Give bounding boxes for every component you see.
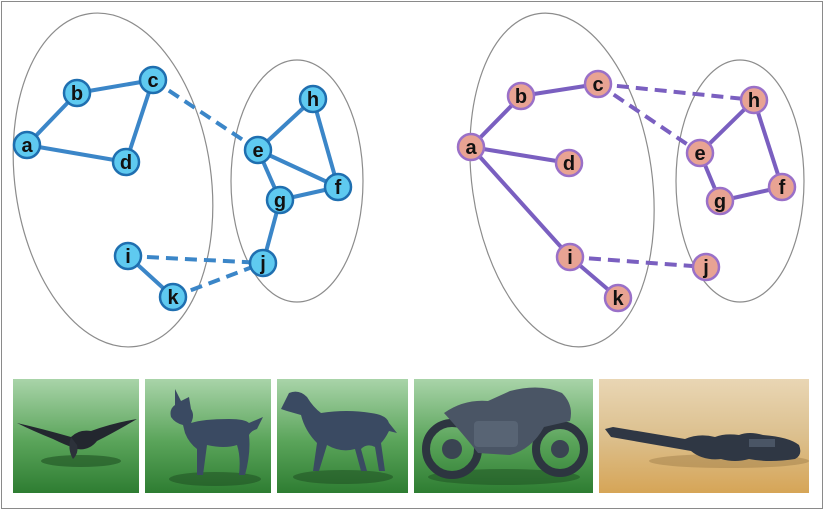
graph-node-right-h: h: [739, 85, 769, 115]
cluster-ellipse: [469, 12, 655, 348]
graph-node-left-h: h: [298, 84, 328, 114]
node-circle: [62, 78, 92, 108]
node-label: a: [465, 137, 477, 159]
node-label: b: [71, 83, 83, 105]
node-circle: [685, 138, 715, 168]
graph-node-left-i: i: [113, 241, 143, 271]
node-label: f: [779, 177, 786, 199]
node-circle: [554, 148, 584, 178]
cluster-ellipse: [230, 59, 364, 303]
graph-node-left-g: g: [265, 185, 295, 215]
graph-edge-left-c-d: [124, 79, 155, 163]
node-circle: [298, 84, 328, 114]
graph-node-left-a: a: [12, 130, 42, 160]
node-label: i: [125, 246, 131, 268]
node-circle: [767, 172, 797, 202]
graph-node-right-a: a: [456, 132, 486, 162]
node-label: e: [252, 140, 263, 162]
thumbnail-violin: [599, 379, 809, 493]
graph-edge-left-a-d: [26, 143, 127, 164]
node-circle: [323, 172, 353, 202]
node-circle: [691, 252, 721, 282]
node-circle: [138, 65, 168, 95]
node-label: k: [167, 287, 179, 309]
graph-node-right-f: f: [767, 172, 797, 202]
node-label: f: [335, 177, 342, 199]
graph-node-right-k: k: [603, 283, 633, 313]
graph-node-right-b: b: [506, 81, 536, 111]
graph-node-right-j: j: [691, 252, 721, 282]
graph-node-right-i: i: [555, 242, 585, 272]
node-circle: [111, 147, 141, 177]
graph-edge-left-h-f: [311, 98, 340, 188]
node-label: j: [702, 257, 709, 279]
node-label: b: [515, 86, 527, 108]
graph-node-left-d: d: [111, 147, 141, 177]
graph-edge-left-k-j: [172, 261, 264, 299]
node-circle: [158, 282, 188, 312]
node-circle: [506, 81, 536, 111]
graph-edge-right-h-f: [752, 99, 784, 188]
graph-node-left-e: e: [243, 135, 273, 165]
cluster-ellipse: [675, 59, 805, 303]
cluster-ellipse: [12, 12, 214, 348]
node-circle: [265, 185, 295, 215]
graph-edge-right-a-i: [469, 145, 572, 259]
node-circle: [603, 283, 633, 313]
graph-node-left-f: f: [323, 172, 353, 202]
node-circle: [456, 132, 486, 162]
violin-image: [599, 379, 809, 493]
graph-node-left-j: j: [248, 248, 278, 278]
motorcycle-image: [414, 379, 593, 493]
node-circle: [739, 85, 769, 115]
graph-edge-right-a-d: [470, 145, 570, 165]
thumbnail-dog: [145, 379, 271, 493]
node-circle: [583, 69, 613, 99]
graph-edge-right-c-e: [596, 82, 702, 155]
graph-node-right-c: c: [583, 69, 613, 99]
node-circle: [248, 248, 278, 278]
graph-node-left-k: k: [158, 282, 188, 312]
node-label: i: [567, 247, 573, 269]
node-label: g: [274, 190, 286, 212]
node-label: e: [694, 143, 705, 165]
graph-edge-right-i-j: [569, 255, 707, 269]
node-label: a: [21, 135, 33, 157]
node-label: k: [612, 288, 624, 310]
graph-node-left-b: b: [62, 78, 92, 108]
thumbnail-motorcycle: [414, 379, 593, 493]
graph-node-left-c: c: [138, 65, 168, 95]
graph-node-right-g: g: [705, 186, 735, 216]
node-label: h: [307, 89, 319, 111]
node-label: d: [563, 153, 575, 175]
graph-node-right-d: d: [554, 148, 584, 178]
node-label: d: [120, 152, 132, 174]
node-label: h: [748, 90, 760, 112]
thumbnail-horse: [277, 379, 408, 493]
graph-edge-left-e-f: [257, 148, 339, 189]
node-label: g: [714, 191, 726, 213]
graph-edge-left-c-e: [151, 78, 260, 152]
node-circle: [243, 135, 273, 165]
bird-image: [13, 379, 139, 493]
node-circle: [555, 242, 585, 272]
node-label: j: [259, 253, 266, 275]
node-label: c: [592, 74, 603, 96]
graph-edge-right-c-h: [597, 82, 755, 102]
dog-image: [145, 379, 271, 493]
graph-diagram: a b c d e f g h i j k a b c d e f g h i j k: [12, 12, 805, 348]
node-circle: [12, 130, 42, 160]
graph-node-right-e: e: [685, 138, 715, 168]
horse-image: [277, 379, 408, 493]
thumbnail-bird: [13, 379, 139, 493]
graph-edge-left-i-j: [127, 254, 264, 265]
node-circle: [113, 241, 143, 271]
node-label: c: [147, 70, 158, 92]
node-circle: [705, 186, 735, 216]
